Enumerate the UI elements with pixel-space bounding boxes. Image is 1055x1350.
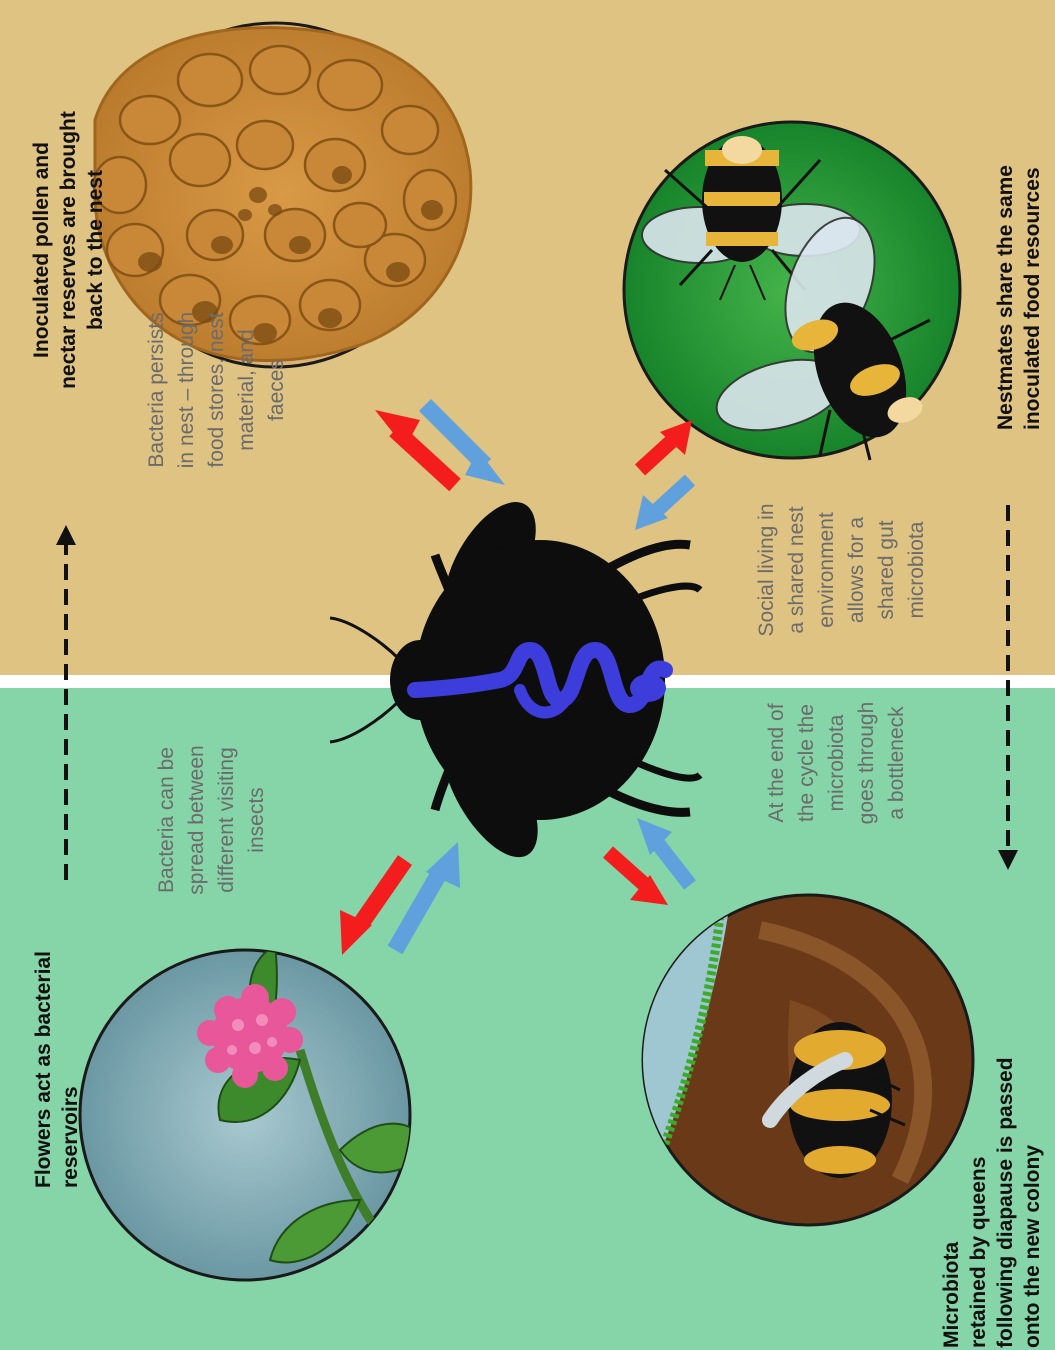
hibernating-queen-icon bbox=[640, 895, 973, 1225]
nest-reserves-label: Inoculated pollen and nectar reserves ar… bbox=[28, 80, 109, 420]
queens-label: Microbiota retained by queens following … bbox=[938, 1038, 1046, 1348]
nestmate-bees-icon bbox=[624, 122, 960, 460]
to-nestmates-red-arrow bbox=[640, 420, 692, 470]
spread-note: Bacteria can be spread between different… bbox=[152, 705, 272, 935]
bottleneck-note: At the end of the cycle the microbiota g… bbox=[762, 668, 912, 858]
flower-icon bbox=[80, 945, 430, 1280]
from-flower-blue-arrow bbox=[395, 842, 460, 950]
flowers-label: Flowers act as bacterial reservoirs bbox=[30, 888, 84, 1188]
social-note: Social living in a shared nest environme… bbox=[752, 475, 932, 665]
nestmates-label: Nestmates share the same inoculated food… bbox=[992, 110, 1046, 430]
persists-note: Bacteria persists in nest – through food… bbox=[142, 285, 292, 495]
from-nestmates-blue-arrow bbox=[635, 480, 690, 530]
to-queen-red-arrow bbox=[608, 852, 668, 905]
